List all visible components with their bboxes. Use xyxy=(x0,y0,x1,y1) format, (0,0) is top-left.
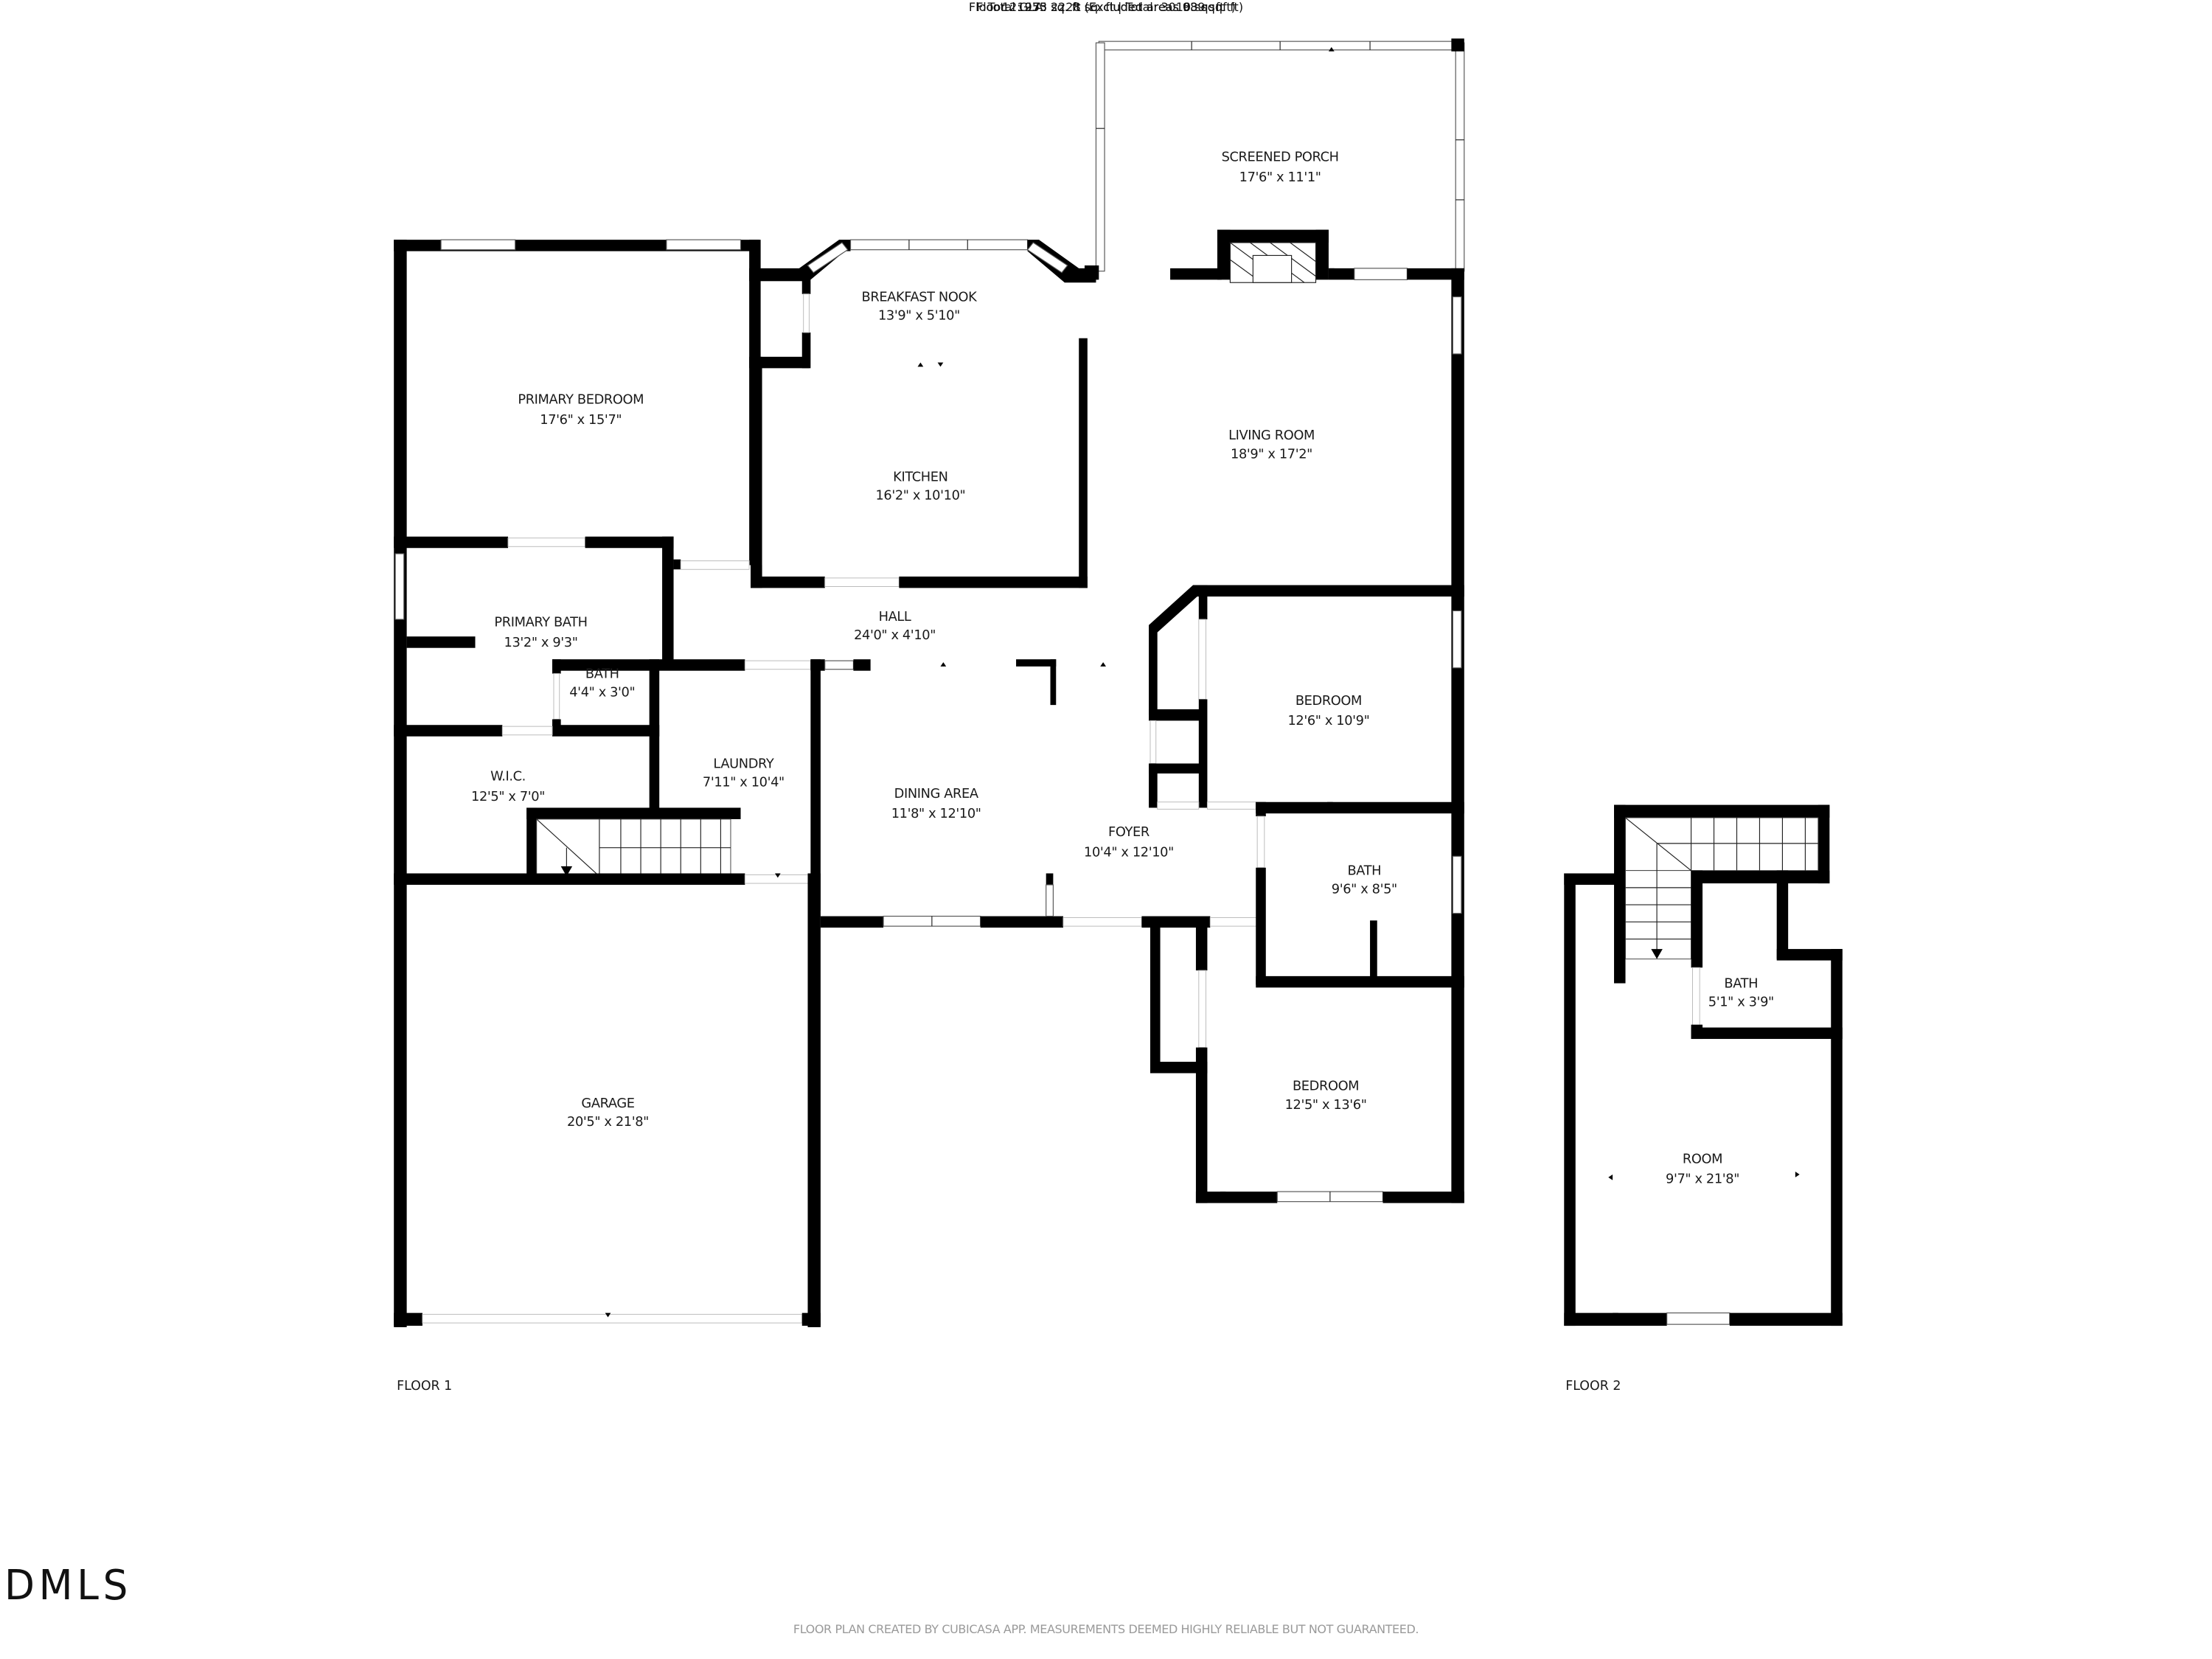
room-name: ROOM xyxy=(1683,1151,1722,1166)
floor-2-label: FLOOR 2 xyxy=(1565,1379,1621,1394)
room-name: PRIMARY BATH xyxy=(494,615,587,630)
interior-walls xyxy=(394,536,1464,1327)
room-name: BREAKFAST NOOK xyxy=(862,289,978,305)
room-name: BEDROOM xyxy=(1293,1079,1359,1094)
room-name: LIVING ROOM xyxy=(1228,428,1315,443)
room-dims: 5'1" x 3'9" xyxy=(1708,995,1774,1010)
floor-1-room-labels: SCREENED PORCH 17'6" x 11'1" BREAKFAST N… xyxy=(397,150,1397,1394)
room-name: BEDROOM xyxy=(1295,693,1362,709)
room-dims: 12'5" x 13'6" xyxy=(1285,1097,1367,1113)
room-name: BATH xyxy=(585,666,619,681)
room-dims: 9'7" x 21'8" xyxy=(1666,1172,1739,1187)
room-dims: 9'6" x 8'5" xyxy=(1332,882,1397,897)
room-dims: 11'8" x 12'10" xyxy=(891,806,981,821)
disclaimer-text: FLOOR PLAN CREATED BY CUBICASA APP. MEAS… xyxy=(793,1622,1419,1636)
room-dims: 20'5" x 21'8" xyxy=(567,1114,649,1130)
room-dims: 18'9" x 17'2" xyxy=(1231,446,1312,462)
floor-1-area-summary: Floor 1: 1975 sq. ft (Excluded areas 689… xyxy=(968,0,1244,14)
room-dims: 7'11" x 10'4" xyxy=(703,774,785,790)
room-dims: 24'0" x 4'10" xyxy=(854,627,936,643)
exterior-walls xyxy=(394,239,1464,1328)
floor-1-label: FLOOR 1 xyxy=(397,1379,452,1394)
measurement-markers xyxy=(605,46,1800,1318)
floor-1-plan: SCREENED PORCH 17'6" x 11'1" BREAKFAST N… xyxy=(394,38,1800,1394)
room-dims: 12'5" x 7'0" xyxy=(471,789,545,804)
room-dims: 13'2" x 9'3" xyxy=(504,635,578,650)
room-name: BATH xyxy=(1347,863,1381,878)
room-dims: 4'4" x 3'0" xyxy=(569,685,635,700)
room-name: KITCHEN xyxy=(893,469,947,484)
room-name: DINING AREA xyxy=(894,786,979,801)
total-area-summary: Total GLA: 2228 sq. ft | Total: 3010 sq.… xyxy=(987,0,1225,14)
room-dims: 16'2" x 10'10" xyxy=(875,487,965,503)
room-dims: 12'6" x 10'9" xyxy=(1287,713,1369,728)
mls-watermark-logo: DMLS xyxy=(4,1562,133,1610)
floor-2-area-summary: Floor 2: 253 sq. ft (Excluded areas 93 s… xyxy=(976,0,1236,14)
room-name: PRIMARY BEDROOM xyxy=(518,392,644,408)
room-name: HALL xyxy=(879,609,911,625)
room-name: FOYER xyxy=(1108,824,1150,840)
room-dims: 17'6" x 11'1" xyxy=(1239,170,1321,185)
room-name: W.I.C. xyxy=(490,769,526,785)
room-name: LAUNDRY xyxy=(713,756,773,771)
room-name: GARAGE xyxy=(581,1096,634,1111)
room-name: BATH xyxy=(1724,975,1758,991)
room-dims: 10'4" x 12'10" xyxy=(1084,844,1174,860)
room-name: SCREENED PORCH xyxy=(1222,150,1339,165)
floor-2-plan: BATH 5'1" x 3'9" ROOM 9'7" x 21'8" FLOOR… xyxy=(1564,804,1843,1394)
room-dims: 17'6" x 15'7" xyxy=(540,412,622,428)
room-dims: 13'9" x 5'10" xyxy=(878,308,960,324)
